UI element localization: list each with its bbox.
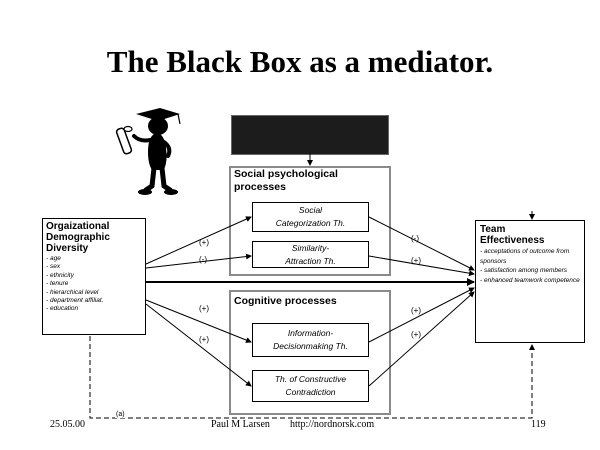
arrow-social-categorization-right xyxy=(368,216,475,271)
diversity-list: - age - sex - ethnicity - tenure - hiera… xyxy=(46,255,145,314)
footer-date: 25.05.00 xyxy=(50,419,85,430)
sign-right-bottom-2: (+) xyxy=(411,330,421,339)
list-item: - hierarchical level xyxy=(46,288,99,296)
sign-left-bottom-1: (+) xyxy=(199,304,209,313)
list-item: - enhanced teamwork competence xyxy=(480,276,580,284)
arrow-left-contradiction xyxy=(145,303,252,387)
list-item: - tenure xyxy=(46,280,69,288)
arrow-left-similarity-attraction xyxy=(145,253,252,269)
feedback-loop xyxy=(89,336,535,419)
sign-feedback: (a) xyxy=(115,411,126,418)
arrow-left-information xyxy=(145,299,252,343)
page-title: The Black Box as a mediator. xyxy=(106,44,494,79)
team-effectiveness-box: Team Effectiveness - acceptations of out… xyxy=(475,220,585,343)
arrow-contradiction-right xyxy=(368,291,475,387)
list-item: - department affiliat. xyxy=(46,297,104,305)
sign-right-top-2: (+) xyxy=(411,256,421,265)
sign-left-top-1: (+) xyxy=(199,238,209,247)
footer-author: Paul M Larsen xyxy=(211,419,270,430)
list-item: - acceptations of outcome from sponsors xyxy=(480,248,570,265)
list-item: - age xyxy=(46,255,61,262)
sign-right-top-1: (-) xyxy=(411,234,419,243)
effectiveness-list: - acceptations of outcome from sponsors … xyxy=(480,247,584,285)
sign-left-bottom-2: (+) xyxy=(199,335,209,344)
demographic-diversity-heading: Orgaizational Demographic Diversity xyxy=(46,221,110,254)
footer-page-number: 119 xyxy=(531,419,546,430)
similarity-attraction-box: Similarity- Attraction Th. xyxy=(252,241,369,268)
social-group-title: Social psychological processes xyxy=(234,168,338,193)
information-decisionmaking-box: Information- Decisionmaking Th. xyxy=(252,323,369,357)
constructive-contradiction-box: Th. of Constructive Contradiction xyxy=(252,370,369,402)
arrow-information-right xyxy=(368,287,475,343)
social-categorization-box: Social Categorization Th. xyxy=(252,202,369,232)
list-item: - education xyxy=(46,305,79,313)
list-item: - sex xyxy=(46,263,61,271)
list-item: - satisfaction among members xyxy=(480,267,568,275)
arrow-similarity-attraction-right xyxy=(368,255,475,277)
footer-url: http://nordnorsk.com xyxy=(290,419,375,430)
graduate-with-diploma-icon xyxy=(108,104,188,209)
cognitive-group-title: Cognitive processes xyxy=(234,295,337,307)
arrow-left-social-categorization xyxy=(145,216,252,265)
list-item: - ethnicity xyxy=(46,271,74,279)
sign-right-bottom-1: (+) xyxy=(411,306,421,315)
team-effectiveness-heading: Team Effectiveness xyxy=(480,224,545,246)
sign-left-top-2: (-) xyxy=(199,255,207,264)
demographic-diversity-box: Orgaizational Demographic Diversity - ag… xyxy=(42,218,146,335)
